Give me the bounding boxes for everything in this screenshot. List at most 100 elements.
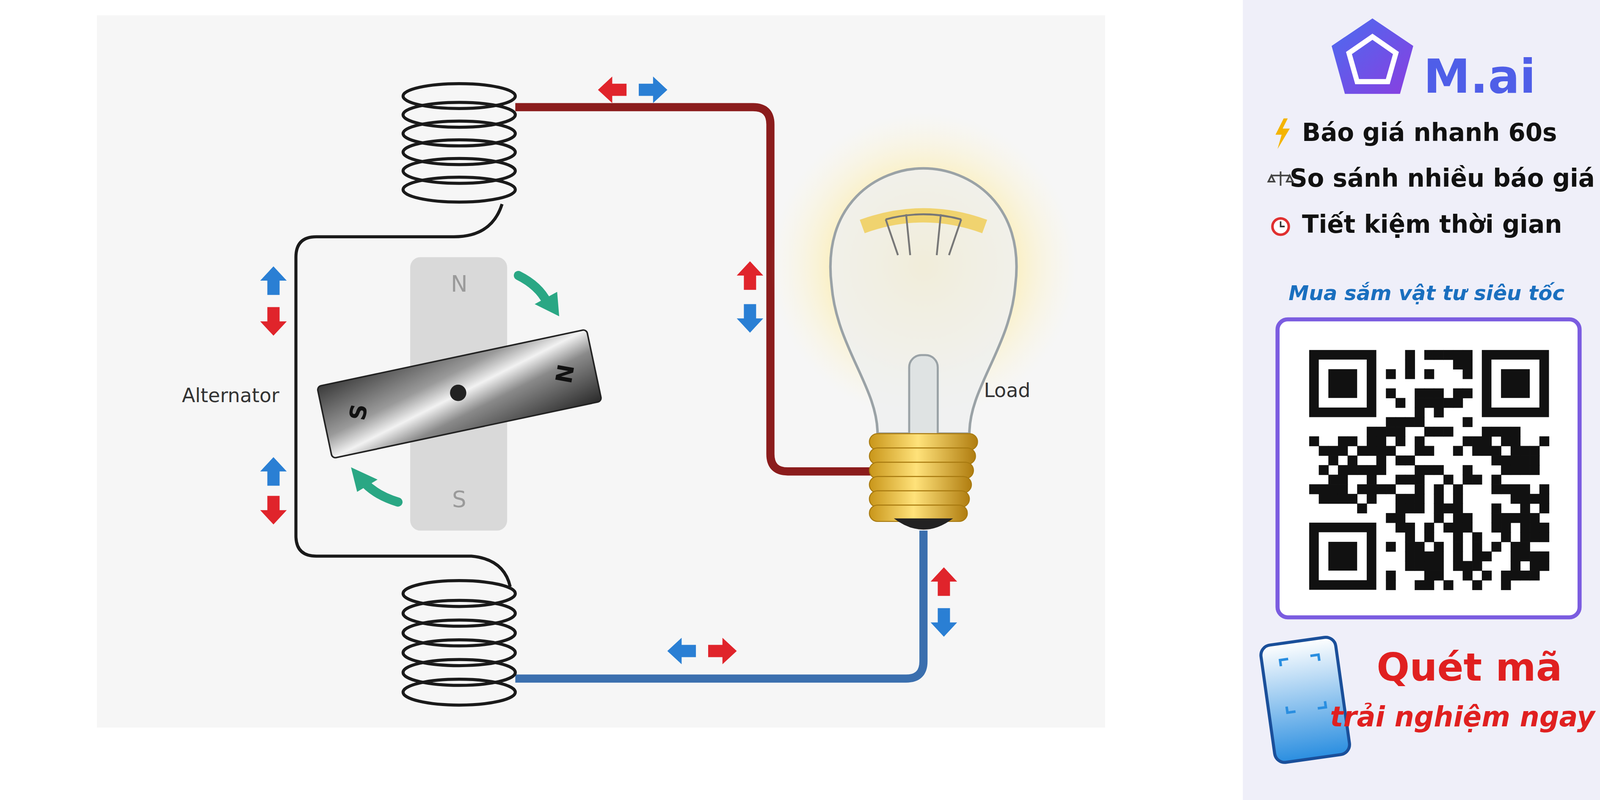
qr-module [1529,513,1540,523]
qr-module [1434,426,1444,437]
qr-module [1414,397,1425,408]
qr-module [1510,426,1521,437]
qr-module [1453,560,1463,571]
qr-finder [1481,350,1550,418]
qr-module [1453,493,1463,504]
qr-module [1453,445,1463,456]
rotation-arrowhead [350,467,378,492]
qr-module [1337,445,1348,456]
rotor-magnet [317,329,602,459]
qr-frame [1277,319,1580,618]
qr-module [1434,493,1444,504]
qr-finder [1309,522,1377,591]
current-arrow [736,261,764,290]
qr-finder [1328,369,1358,398]
current-arrow [708,637,737,665]
qr-module [1385,484,1396,494]
qr-module [1376,455,1387,466]
qr-module [1520,551,1530,562]
filament-glow [862,215,985,227]
qr-module [1529,522,1540,533]
qr-module [1385,369,1396,379]
qr-module [1539,551,1550,562]
diagram-ground [96,15,1106,728]
qr-module [1453,551,1463,562]
qr-module [1366,465,1377,475]
qr-module [1443,350,1454,360]
qr-module [1414,407,1425,418]
qr-module [1405,560,1416,571]
qr-module [1510,484,1521,494]
qr-module [1481,436,1492,447]
qr-module [1472,560,1482,571]
qr-finder [1328,541,1358,571]
qr-code [1309,350,1550,591]
qr-module [1385,445,1396,456]
qr-module [1337,474,1348,485]
qr-finder [1318,532,1367,580]
qr-module [1434,551,1444,562]
qr-module [1529,570,1540,581]
qr-module [1328,474,1338,485]
qr-module [1405,503,1416,514]
bulb-tip [893,518,954,530]
qr-module [1395,474,1406,485]
qr-module [1414,436,1425,447]
qr-module [1347,465,1358,475]
qr-module [1337,484,1348,494]
qr-module [1424,445,1435,456]
qr-module [1366,484,1377,494]
qr-module [1462,465,1473,475]
qr-module [1366,493,1377,504]
qr-module [1414,474,1425,485]
qr-module [1462,388,1473,399]
qr-module [1414,560,1425,571]
qr-module [1414,388,1425,399]
qr-module [1405,455,1416,466]
qr-module [1481,551,1492,562]
qr-module [1529,445,1540,456]
qr-module [1414,503,1425,514]
qr-module [1357,503,1367,514]
qr-module [1328,455,1338,466]
qr-module [1520,465,1530,475]
qr-module [1414,551,1425,562]
qr-module [1520,513,1530,523]
qr-module [1309,436,1319,447]
qr-module [1405,416,1416,427]
qr-module [1453,541,1463,552]
qr-module [1481,570,1492,581]
qr-module [1491,503,1501,514]
qr-module [1395,513,1406,523]
qr-module [1520,484,1530,494]
qr-module [1443,474,1454,485]
qr-module [1520,455,1530,466]
qr-module [1472,551,1482,562]
qr-module [1318,465,1329,475]
current-arrow [930,567,958,596]
qr-module [1414,484,1425,494]
qr-module [1472,474,1482,485]
qr-module [1500,436,1511,447]
qr-module [1347,436,1358,447]
qr-module [1491,513,1501,523]
qr-module [1405,551,1416,562]
qr-module [1510,541,1521,552]
qr-module [1405,541,1416,552]
qr-module [1529,455,1540,466]
qr-module [1453,513,1463,523]
qr-module [1328,493,1338,504]
qr-module [1520,522,1530,533]
qr-module [1395,503,1406,514]
qr-module [1395,426,1406,437]
qr-module [1414,580,1425,591]
qr-module [1385,541,1396,552]
qr-module [1318,493,1329,504]
qr-module [1472,436,1482,447]
qr-module [1481,445,1492,456]
qr-module [1462,474,1473,485]
qr-finder [1318,359,1367,408]
qr-module [1424,532,1435,542]
qr-module [1539,560,1550,571]
